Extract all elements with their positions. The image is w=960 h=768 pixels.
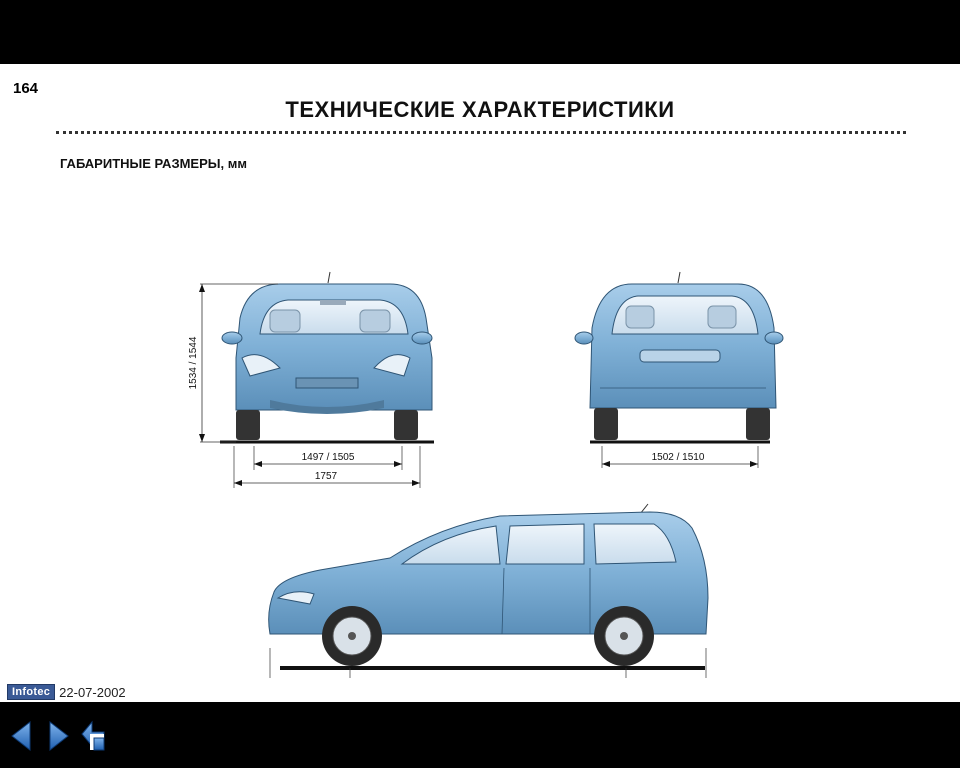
overall-width-dimension: 1757 [233, 446, 421, 488]
previous-page-button[interactable] [8, 720, 38, 752]
next-page-button[interactable] [42, 720, 72, 752]
front-height-label: 1534 / 1544 [188, 336, 199, 389]
car-side-view [268, 503, 709, 670]
rear-track-label: 1502 / 1510 [652, 452, 705, 463]
front-track-dimension: 1497 / 1505 [253, 446, 403, 470]
rear-track-dimension: 1502 / 1510 [601, 446, 759, 468]
wheelbase-dimension: 2708 [625, 668, 627, 678]
front-track-label: 1497 / 1505 [302, 452, 355, 463]
car-rear-view [574, 271, 784, 444]
navigation-bar [0, 702, 960, 768]
footer-date: 22-07-2002 [59, 684, 126, 700]
section-heading: ГАБАРИТНЫЕ РАЗМЕРЫ, мм [60, 156, 247, 171]
infotec-logo: Infotec [7, 684, 56, 700]
overall-width-label: 1757 [315, 471, 338, 482]
return-arrow-icon [81, 720, 105, 751]
front-height-dimension: 1534 / 1544 [188, 283, 278, 443]
page-number: 164 [13, 80, 39, 97]
car-dimension-diagram: 1534 / 1544 1497 / 1505 1757 [188, 271, 784, 678]
manual-page: 164 ТЕХНИЧЕСКИЕ ХАРАКТЕРИСТИКИ ГАБАРИТНЫ… [0, 64, 960, 702]
car-front-view [220, 271, 434, 444]
page-title: ТЕХНИЧЕСКИЕ ХАРАКТЕРИСТИКИ [285, 97, 675, 122]
arrow-right-icon [49, 720, 69, 752]
rear-overhang-dimension: 833 [705, 648, 707, 678]
arrow-left-icon [11, 720, 31, 752]
return-button[interactable] [80, 720, 110, 752]
front-overhang-dimension: 878 [269, 648, 351, 678]
dotted-divider [56, 131, 906, 134]
dimension-drawing: 1534 / 1544 1497 / 1505 1757 [170, 188, 900, 678]
footer: Infotec 22-07-2002 [7, 684, 126, 700]
